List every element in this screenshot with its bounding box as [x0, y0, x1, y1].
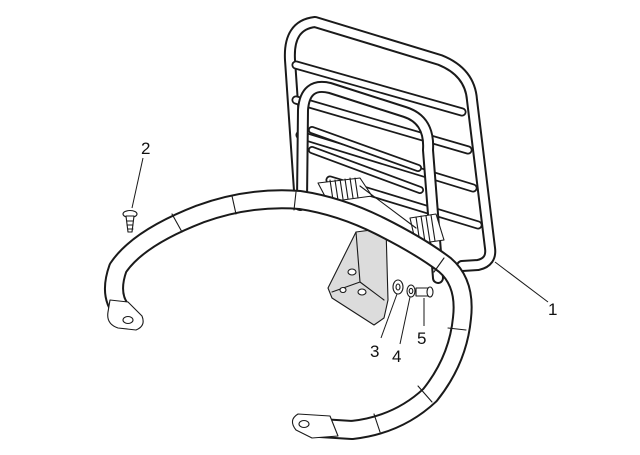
- leader-line-4: [399, 296, 411, 345]
- callout-2: 2: [141, 139, 150, 158]
- callout-labels: 1 2 3 4 5: [141, 139, 557, 366]
- rack-back-frame: [283, 16, 497, 272]
- callout-3: 3: [370, 342, 379, 361]
- callout-4: 4: [392, 347, 401, 366]
- leader-line-3: [380, 293, 398, 339]
- washer-part-3: [392, 279, 404, 295]
- washer-part-4: [406, 284, 416, 298]
- mounting-bracket: [327, 227, 389, 326]
- callout-1: 1: [548, 300, 557, 319]
- rack-front-loop: [296, 81, 444, 284]
- carrier-tube: [104, 189, 473, 440]
- leader-lines: [131, 157, 549, 345]
- leader-line-1: [494, 261, 549, 303]
- screw-part-2: [122, 209, 138, 233]
- leader-line-2: [131, 157, 144, 209]
- bolt-part-5: [415, 286, 434, 298]
- callout-5: 5: [417, 329, 426, 348]
